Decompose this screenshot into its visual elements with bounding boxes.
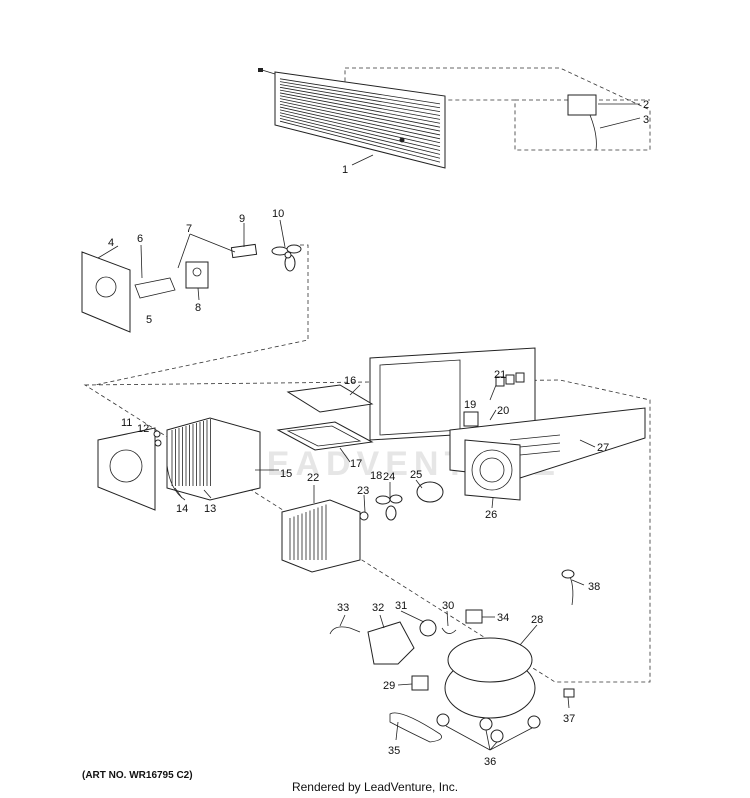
callout-12: 12: [137, 423, 149, 435]
callout-34: 34: [497, 612, 509, 624]
callout-26: 26: [485, 509, 497, 521]
callout-9: 9: [239, 213, 245, 225]
callout-2: 2: [643, 99, 649, 111]
callout-3: 3: [643, 114, 649, 126]
callout-4: 4: [108, 237, 114, 249]
callout-18: 18: [370, 470, 382, 482]
chassis-assembly: [83, 347, 651, 683]
callout-31: 31: [395, 600, 407, 612]
callout-25: 25: [410, 469, 422, 481]
callout-33: 33: [337, 602, 349, 614]
callout-37: 37: [563, 713, 575, 725]
callout-36: 36: [484, 756, 496, 768]
callout-24: 24: [383, 471, 395, 483]
callout-6: 6: [137, 233, 143, 245]
callout-32: 32: [372, 602, 384, 614]
compressor-assembly: [329, 569, 575, 743]
callout-29: 29: [383, 680, 395, 692]
front-grille: [258, 67, 651, 169]
callout-23: 23: [357, 485, 369, 497]
callout-30: 30: [442, 600, 454, 612]
callout-1: 1: [342, 164, 348, 176]
callout-7: 7: [186, 223, 192, 235]
callout-27: 27: [597, 442, 609, 454]
callout-5: 5: [146, 314, 152, 326]
fan-motor-assembly: [81, 243, 309, 386]
callout-8: 8: [195, 302, 201, 314]
callout-13: 13: [204, 503, 216, 515]
callout-28: 28: [531, 614, 543, 626]
art-number: (ART NO. WR16795 C2): [82, 770, 193, 781]
callout-17: 17: [350, 458, 362, 470]
callout-22: 22: [307, 472, 319, 484]
callout-35: 35: [388, 745, 400, 757]
leader-lines: [97, 103, 641, 751]
callout-16: 16: [344, 375, 356, 387]
callout-19: 19: [464, 399, 476, 411]
callout-11: 11: [121, 417, 132, 429]
callout-labels: 1 2 3 4 5 6 7 8 9 10 11 12 13 14 15 16 1…: [108, 99, 649, 768]
rendered-by-credit: Rendered by LeadVenture, Inc.: [291, 780, 459, 794]
callout-38: 38: [588, 581, 600, 593]
callout-10: 10: [272, 208, 284, 220]
callout-14: 14: [176, 503, 188, 515]
callout-20: 20: [497, 405, 509, 417]
callout-21: 21: [494, 369, 506, 381]
callout-15: 15: [280, 468, 292, 480]
